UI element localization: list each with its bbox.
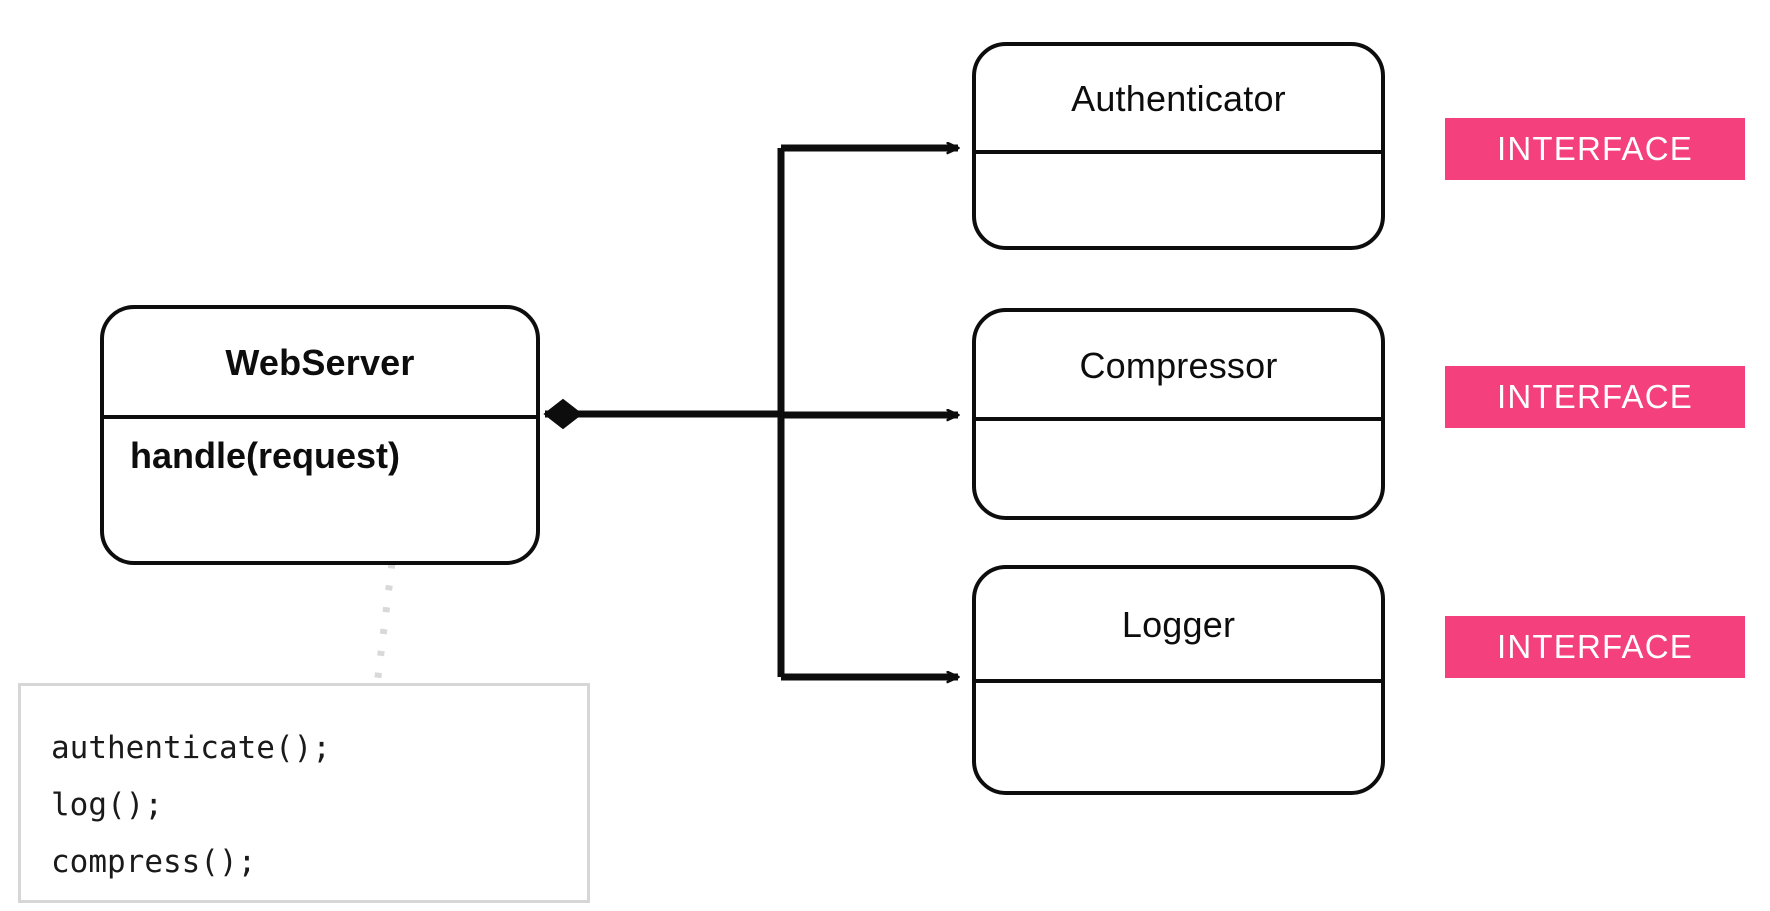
status-badge-compressor: INTERFACE [1445,366,1745,428]
class-member-handle-request: handle(request) [130,435,401,476]
badge-label: INTERFACE [1497,628,1693,665]
class-divider-authenticator [976,150,1381,154]
class-name-compressor: Compressor [1079,344,1278,386]
class-box-logger[interactable]: Logger [972,565,1385,795]
class-members-webserver: handle(request) [104,419,536,565]
class-title-row-authenticator: Authenticator [976,46,1381,152]
status-badge-authenticator: INTERFACE [1445,118,1745,180]
class-box-webserver[interactable]: WebServer handle(request) [100,305,540,565]
code-note-box: authenticate(); log(); compress(); [18,683,590,903]
badge-label: INTERFACE [1497,130,1693,167]
class-divider-compressor [976,417,1381,421]
code-line-log: log(); [51,787,163,823]
class-name-logger: Logger [1121,604,1236,645]
class-title-row-webserver: WebServer [104,309,536,417]
code-line-compress: compress(); [51,844,257,880]
badge-label: INTERFACE [1497,378,1693,415]
class-divider-logger [976,679,1381,683]
class-title-row-logger: Logger [976,569,1381,681]
class-divider-webserver [104,415,536,419]
class-box-compressor[interactable]: Compressor [972,308,1385,520]
status-badge-logger: INTERFACE [1445,616,1745,678]
composition-diamond [543,398,583,430]
class-box-authenticator[interactable]: Authenticator [972,42,1385,250]
class-title-row-compressor: Compressor [976,312,1381,419]
class-name-authenticator: Authenticator [1071,78,1286,119]
code-line-authenticate: authenticate(); [51,730,331,766]
class-name-webserver: WebServer [225,342,415,383]
